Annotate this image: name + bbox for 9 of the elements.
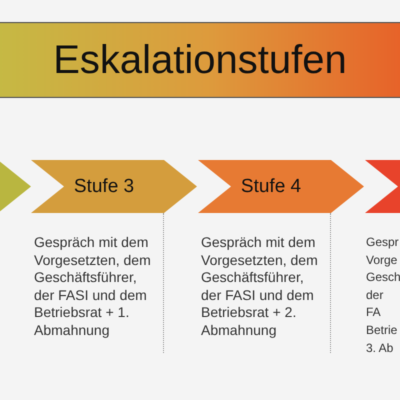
step-description: Gespräch mit dem Vorgesetzten, dem Geschäftsführer, der FASI und dem Betriebsrat + 2. Abmahnung — [201, 234, 319, 340]
banner-title: Eskalationstufen — [53, 38, 347, 82]
step-label: Stufe 4 — [240, 176, 302, 198]
process-step — [31, 160, 197, 213]
step-label: Stufe 3 — [74, 176, 134, 198]
step-description: Gespr Vorge Gesch der FA Betrie 3. Ab — [366, 234, 399, 357]
banner — [0, 22, 400, 98]
process-step — [198, 160, 364, 213]
step-description: Gespräch mit dem Vorgesetzten, dem Geschäftsführer, der FASI und dem Betriebsrat + 1. Abmahnung — [34, 234, 152, 340]
